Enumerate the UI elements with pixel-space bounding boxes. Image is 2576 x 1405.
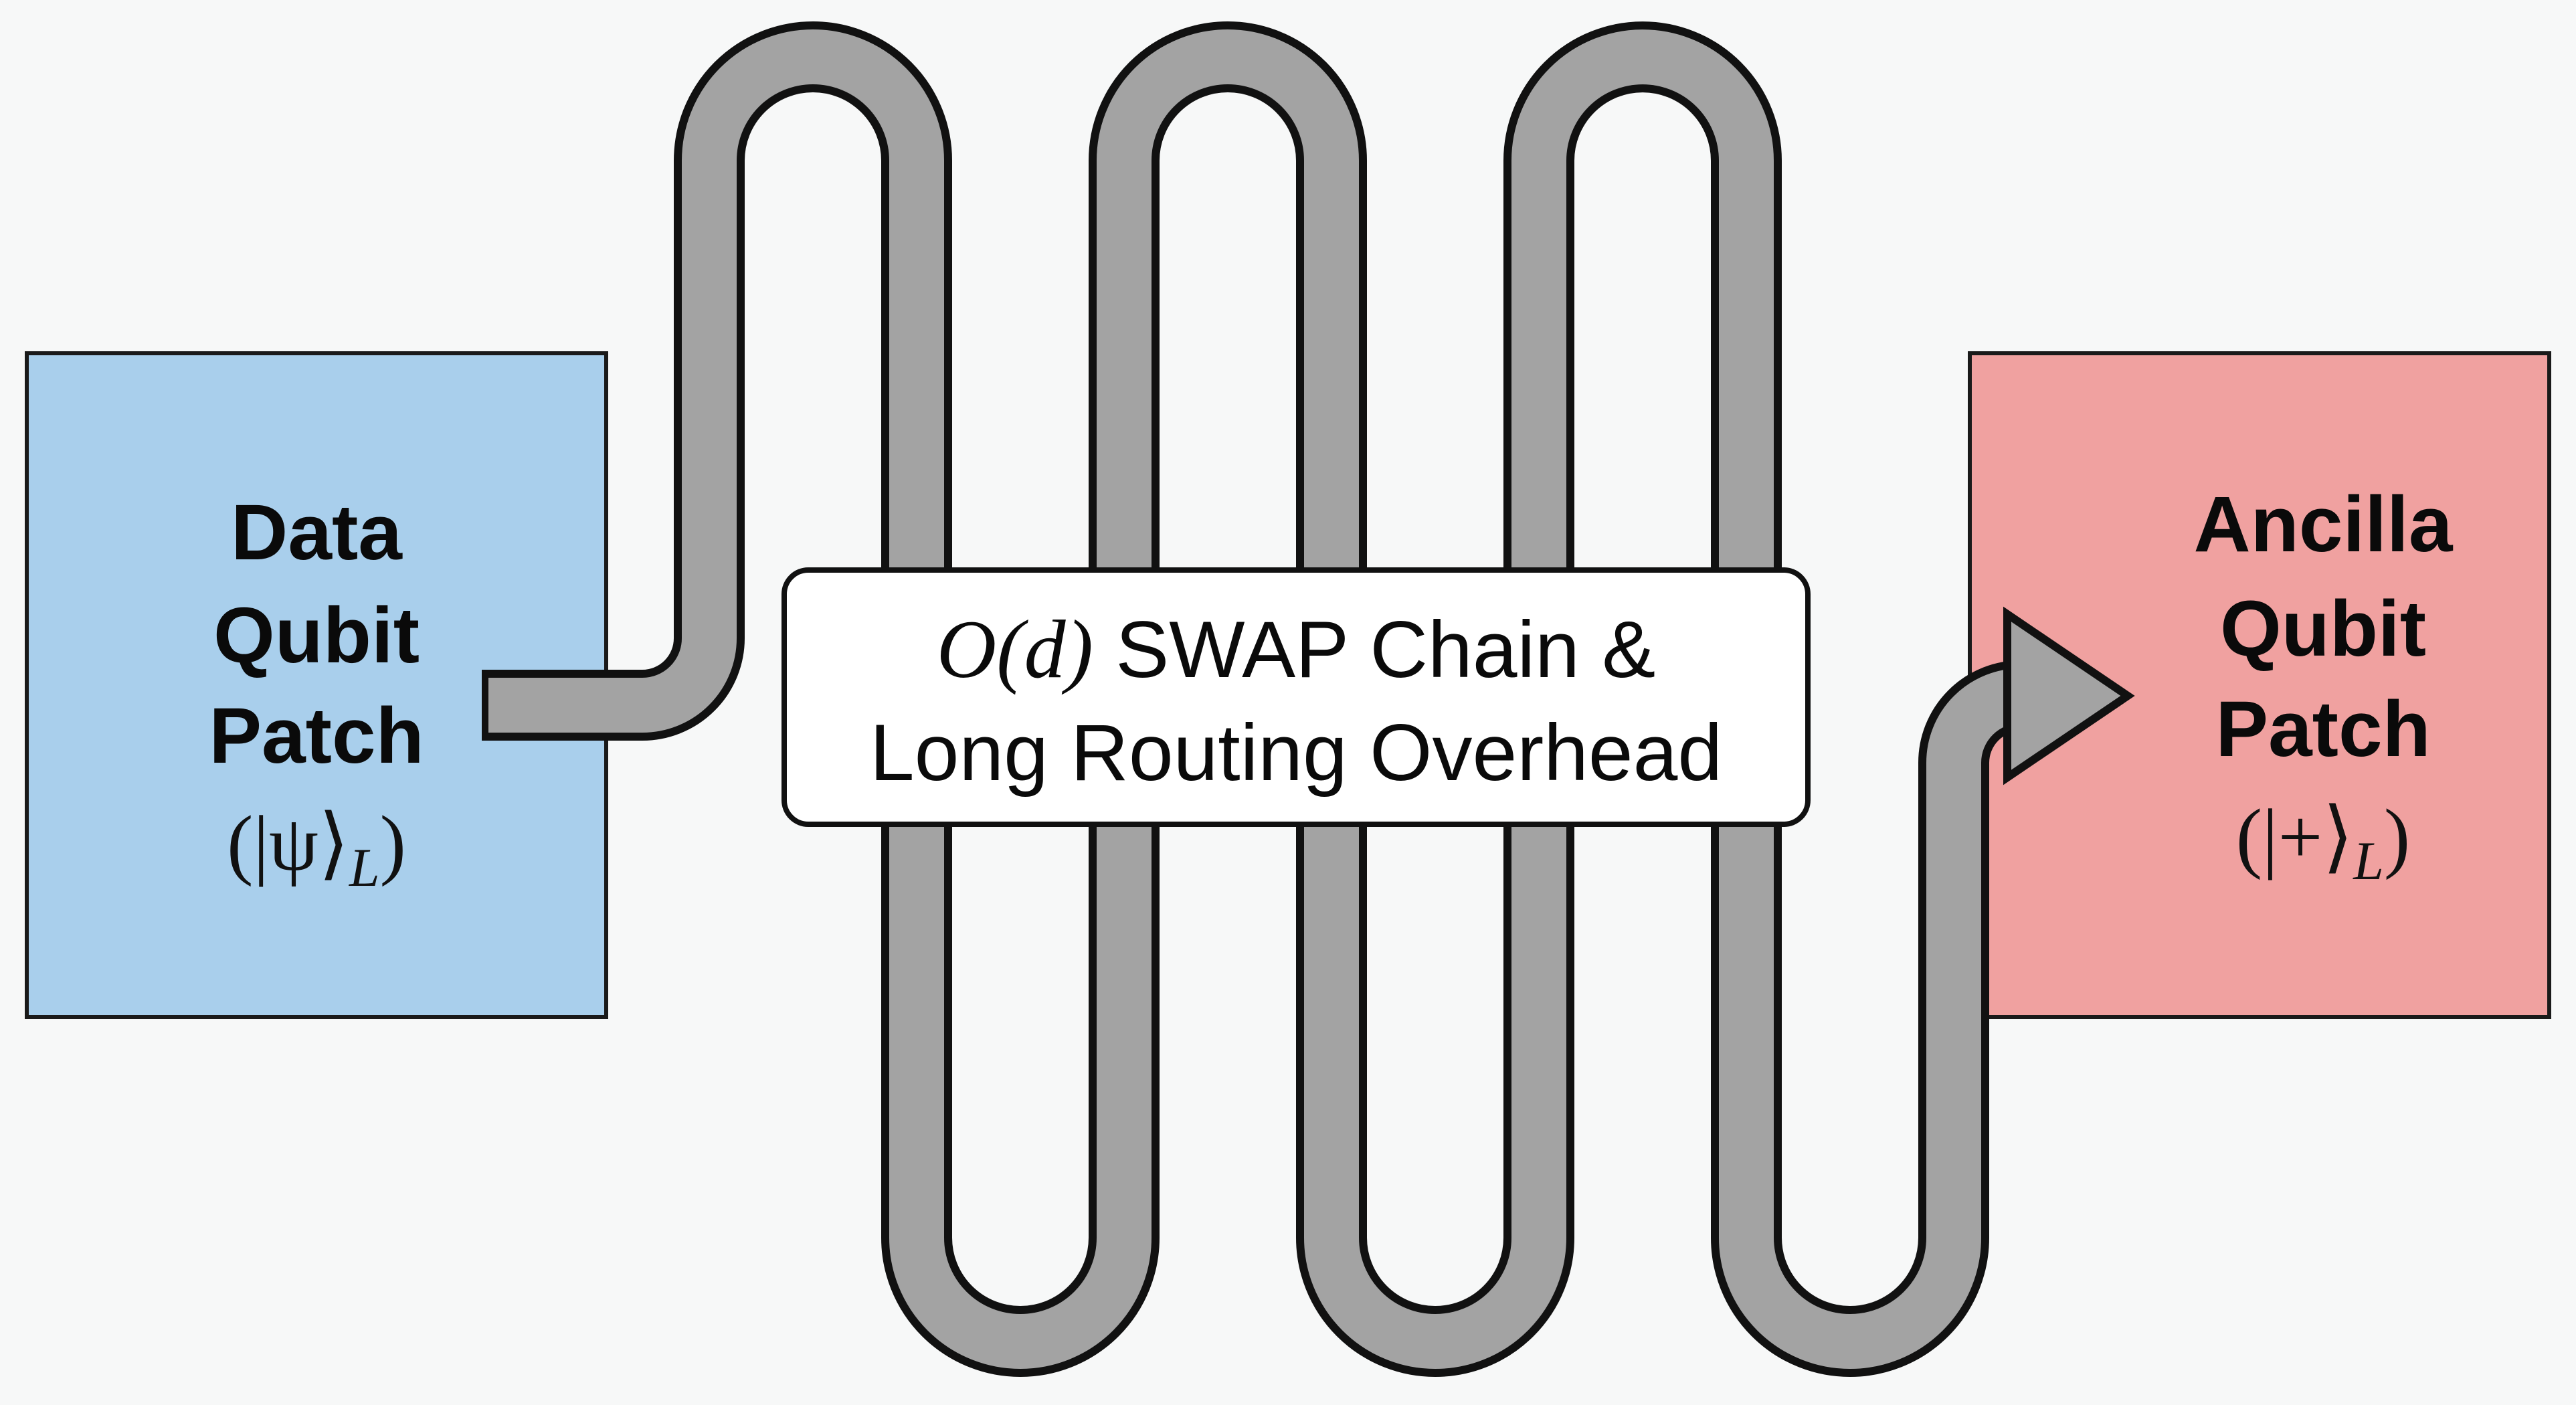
ancilla-patch-title-line-3: Patch [2215,685,2430,773]
routing-label-line-2: Long Routing Overhead [870,708,1722,798]
data-patch-title-line-3: Patch [209,692,424,780]
pipe-arrowhead [2003,606,2135,785]
data-patch-state: (|ψ⟩L) [227,800,406,898]
ancilla-patch-state: (|+⟩L) [2236,793,2410,891]
routing-label-line-1-text: SWAP Chain & [1093,605,1655,694]
routing-overhead-label: O(d) SWAP Chain & Long Routing Overhead [781,567,1811,827]
routing-complexity-math: O(d) [937,603,1093,695]
ancilla-patch-title-line-2: Qubit [2220,585,2426,673]
data-patch-title-line-1: Data [231,488,403,577]
pipe-start-cap [482,670,488,741]
routing-label-box [781,567,1811,827]
routing-label-line-1: O(d) SWAP Chain & [937,603,1656,695]
ancilla-patch-title-line-1: Ancilla [2194,480,2454,569]
data-patch-title-line-2: Qubit [213,591,420,680]
